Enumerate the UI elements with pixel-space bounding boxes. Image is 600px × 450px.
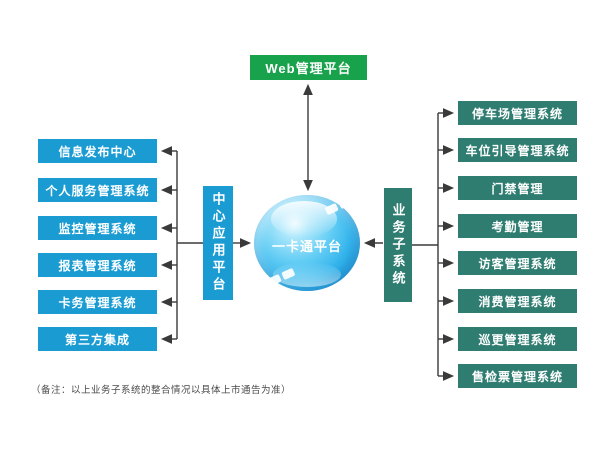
right-system-box: 车位引导管理系统 (458, 138, 577, 162)
right-system-box: 停车场管理系统 (458, 101, 577, 125)
right-system-box: 访客管理系统 (458, 251, 577, 275)
footnote-remark: （备注：以上业务子系统的整合情况以具体上市通告为准） (30, 386, 291, 396)
business-subsystem-box: 业务子系统 (384, 188, 412, 302)
right-system-box: 巡更管理系统 (458, 327, 577, 351)
left-system-box: 第三方集成 (38, 327, 157, 351)
web-management-platform-box: Web管理平台 (250, 55, 367, 80)
one-card-platform-sphere: 一卡通平台 (254, 195, 360, 291)
left-system-box: 信息发布中心 (38, 139, 157, 163)
right-system-box: 考勤管理 (458, 214, 577, 238)
center-application-platform-box: 中心应用平台 (203, 186, 233, 300)
sphere-label: 一卡通平台 (271, 239, 342, 254)
left-system-box: 个人服务管理系统 (38, 178, 157, 202)
right-system-box: 售检票管理系统 (458, 364, 577, 388)
right-system-box: 门禁管理 (458, 176, 577, 200)
left-system-box: 卡务管理系统 (38, 290, 157, 314)
left-system-box: 报表管理系统 (38, 253, 157, 277)
left-system-box: 监控管理系统 (38, 216, 157, 240)
right-system-box: 消费管理系统 (458, 289, 577, 313)
sphere-glint-bottom-left (267, 267, 296, 287)
